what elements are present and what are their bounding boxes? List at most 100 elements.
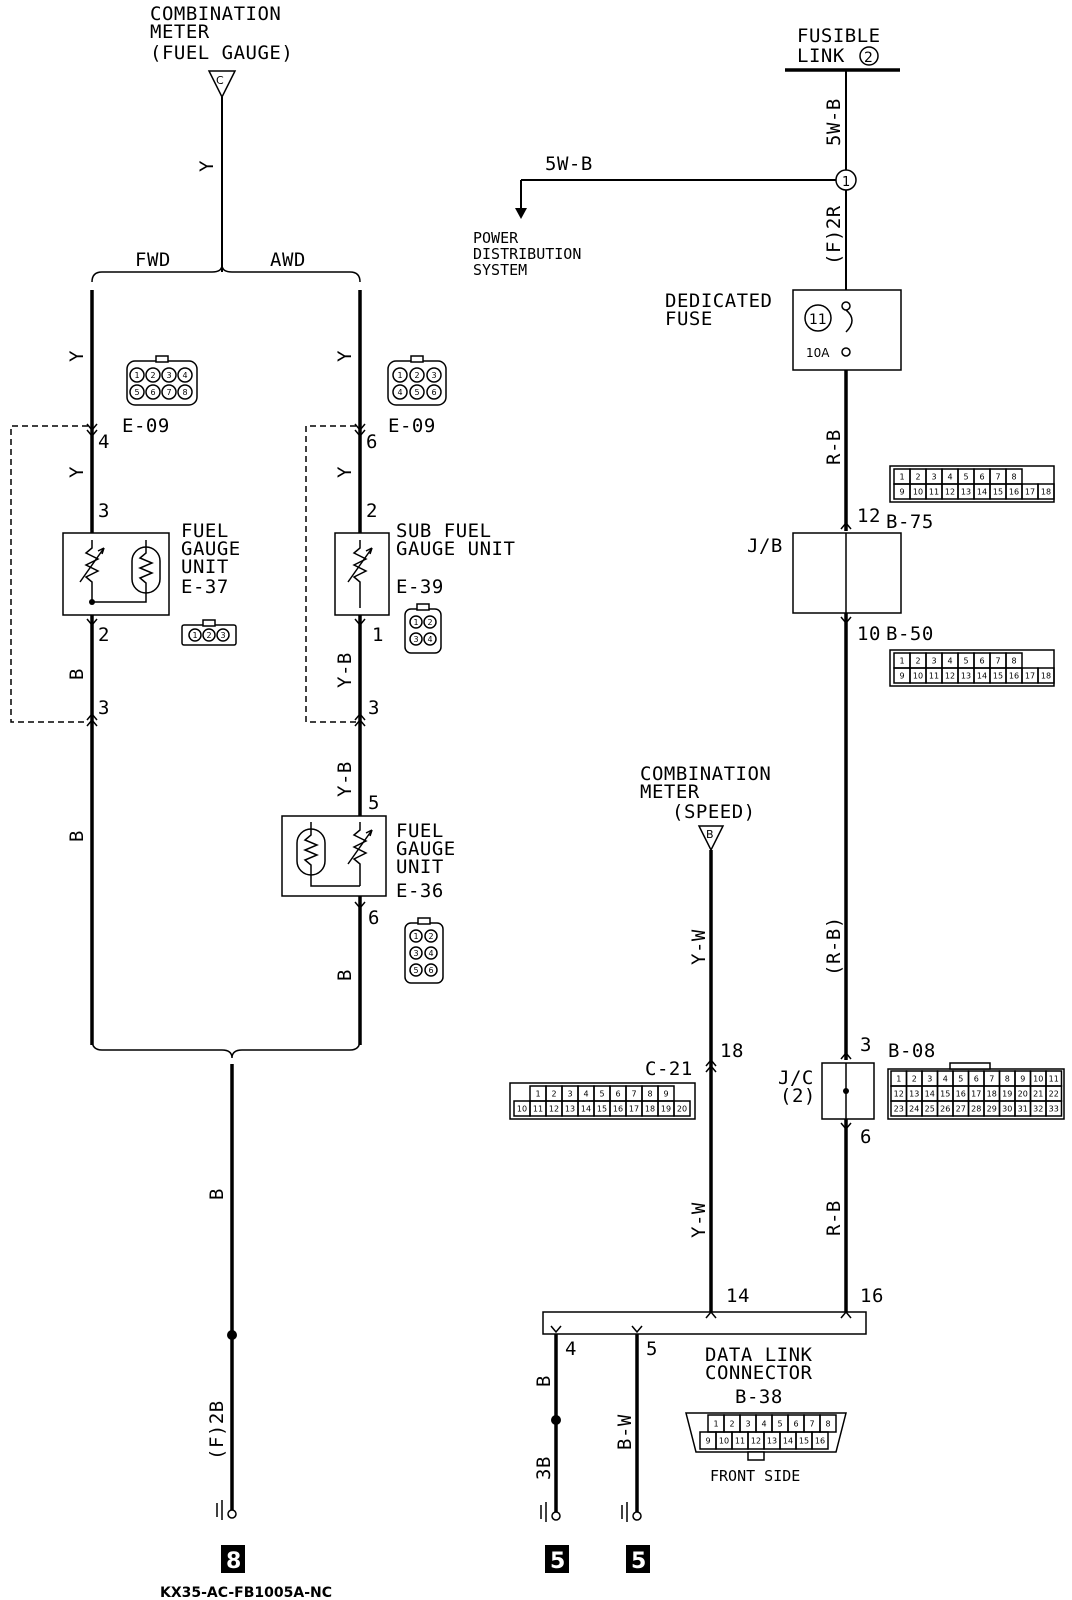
dlc-16-arrow-icon xyxy=(840,1310,852,1319)
fwd-pin-3b-arrow-icon xyxy=(86,712,98,721)
dlc-4-arrow-icon xyxy=(550,1325,562,1334)
pin-label: 14 xyxy=(581,1105,591,1114)
fwd-gauge-label-2: GAUGE xyxy=(181,538,241,560)
dedicated-fuse-label-2: FUSE xyxy=(665,308,713,330)
pin-cell xyxy=(1045,1100,1063,1117)
pin-label: 3 xyxy=(166,371,171,380)
pin-label: 32 xyxy=(1033,1105,1043,1114)
pin-label: 20 xyxy=(1018,1090,1028,1099)
fwd-pin-3a: 3 xyxy=(98,500,110,522)
sub-e39-label: E-39 xyxy=(396,576,444,598)
pin-label: 11 xyxy=(1049,1075,1059,1084)
pin-label: 1 xyxy=(899,473,904,482)
ground-number-8: 8 xyxy=(226,1549,241,1574)
pin-label: 17 xyxy=(971,1090,981,1099)
pin-label: 3 xyxy=(931,473,936,482)
pin-label: 11 xyxy=(929,672,939,681)
pin-label: 12 xyxy=(945,672,955,681)
fuel-meter-label-2: METER xyxy=(150,21,210,43)
pin-label: 3 xyxy=(413,635,418,644)
pin-label: 2 xyxy=(729,1420,734,1429)
fuel-meter-label-3: (FUEL GAUGE) xyxy=(150,42,293,64)
pin-label: 9 xyxy=(899,672,904,681)
pin-cell xyxy=(424,946,438,960)
awd-pin-3: 3 xyxy=(368,697,380,719)
pin-label: 9 xyxy=(899,488,904,497)
pin-label: 13 xyxy=(767,1437,777,1446)
fwd-pin-4-arrow-icon xyxy=(86,423,98,432)
pin-label: 1 xyxy=(192,631,197,640)
awd-label: AWD xyxy=(270,249,306,271)
awd-pin-6b: 6 xyxy=(368,907,380,929)
dlc-pin-16: 16 xyxy=(860,1285,884,1307)
fwd-gauge-label-1: FUEL xyxy=(181,520,229,542)
ground-wire-3b-label: 3B xyxy=(533,1456,555,1480)
junction-1: 1 xyxy=(842,175,850,190)
pin-cell xyxy=(392,367,408,383)
pin-label: 5 xyxy=(134,388,139,397)
b75-name: B-75 xyxy=(886,511,934,533)
pin-cell xyxy=(161,367,177,383)
wire-5wb-v-label: 5W-B xyxy=(823,98,845,146)
pin-label: 7 xyxy=(631,1090,636,1099)
pin-label: 5 xyxy=(414,388,419,397)
pin-label: 3 xyxy=(220,631,225,640)
pin-label: 3 xyxy=(927,1075,932,1084)
pin-label: 8 xyxy=(1011,657,1016,666)
pin-label: 4 xyxy=(428,949,433,958)
sub-variable-resistor-icon xyxy=(347,540,373,608)
pin-label: 10 xyxy=(1033,1075,1043,1084)
awd-pin-6: 6 xyxy=(366,431,378,453)
fwd-wire-b1-label: B xyxy=(66,668,88,680)
dlc-name: B-38 xyxy=(735,1386,783,1408)
fusible-link-label-1: FUSIBLE xyxy=(797,25,881,47)
pin-label: 1 xyxy=(413,932,418,941)
b50-pin: 10 xyxy=(857,623,881,645)
fuel-meter-terminal-icon xyxy=(207,70,237,99)
pin-label: 6 xyxy=(979,473,984,482)
dlc-label-2: CONNECTOR xyxy=(705,1362,813,1384)
ground-badge-8 xyxy=(221,1545,245,1573)
sub-fuel-gauge-unit-box xyxy=(334,532,390,616)
fwd-variable-resistor-icon xyxy=(79,540,105,602)
pin-label: 18 xyxy=(987,1090,997,1099)
pin-label: 6 xyxy=(615,1090,620,1099)
pin-label: 16 xyxy=(613,1105,623,1114)
ground-symbol-icon xyxy=(540,1502,561,1522)
fwd-pin-3b: 3 xyxy=(98,697,110,719)
jc-label-1: J/C xyxy=(778,1067,814,1089)
pin-label: 28 xyxy=(971,1105,981,1114)
diagram-code: KX35-AC-FB1005A-NC xyxy=(160,1585,332,1600)
sub-gauge-label-1: SUB FUEL xyxy=(396,520,492,542)
fwd-label: FWD xyxy=(135,249,171,271)
pin-label: 24 xyxy=(909,1105,919,1114)
pin-label: 12 xyxy=(549,1105,559,1114)
fwd-gauge-label-3: UNIT xyxy=(181,556,229,578)
pin-cell xyxy=(392,384,408,400)
pin-label: 16 xyxy=(1009,488,1019,497)
fwd-e37-label: E-37 xyxy=(181,576,229,598)
awd-pin-3-arrow-icon xyxy=(354,712,366,721)
awd-wire-yb1-label: Y-B xyxy=(334,652,356,688)
speed-meter-terminal-icon xyxy=(697,825,725,852)
pin-label: 16 xyxy=(956,1090,966,1099)
wire-f2r-label: (F)2R xyxy=(823,205,845,265)
speed-meter-label-3: (SPEED) xyxy=(672,801,756,823)
ground-wire-b-label: B xyxy=(206,1188,228,1200)
pin-label: 15 xyxy=(799,1437,809,1446)
fusible-link-number-icon xyxy=(859,46,879,66)
pin-label: 4 xyxy=(947,473,952,482)
pin-label: 17 xyxy=(629,1105,639,1114)
awd-gauge-label-2: GAUGE xyxy=(396,838,456,860)
pin-label: 2 xyxy=(206,631,211,640)
pin-label: 7 xyxy=(989,1075,994,1084)
ground-wire-bw-label: B-W xyxy=(614,1414,636,1450)
pin-cell xyxy=(409,946,423,960)
c21-pin: 18 xyxy=(720,1040,744,1062)
pin-label: 9 xyxy=(705,1437,710,1446)
